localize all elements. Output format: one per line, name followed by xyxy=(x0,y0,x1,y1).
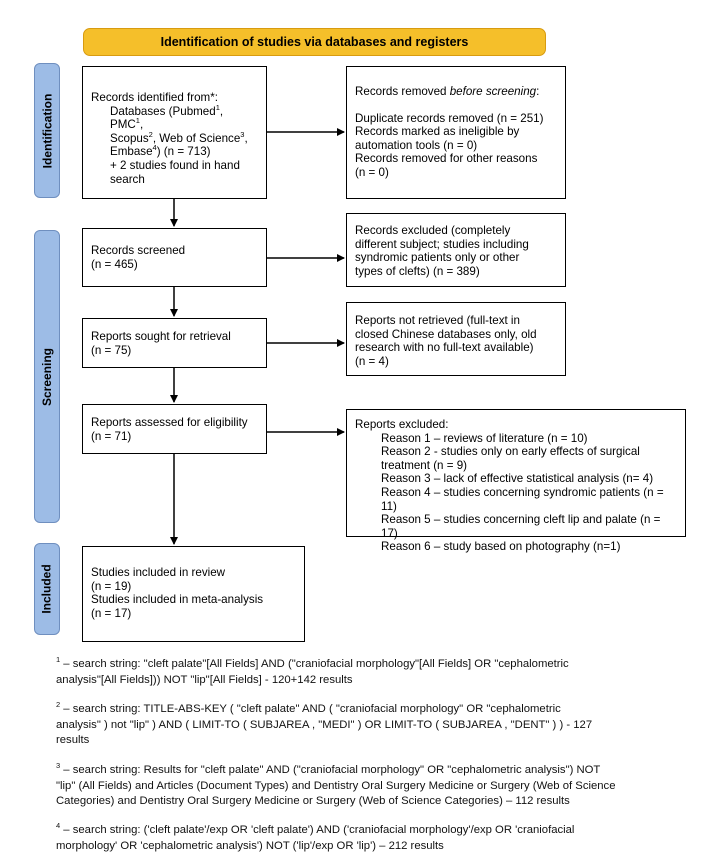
included-line-2: (n = 19) xyxy=(91,579,132,593)
phase-identification: Identification xyxy=(34,63,60,198)
banner-title: Identification of studies via databases … xyxy=(160,35,469,49)
records-screened-box: Records screened (n = 465) xyxy=(82,228,267,287)
records-identified-box: Records identified from*: Databases (Pub… xyxy=(82,66,267,199)
reason-1: Reason 1 – reviews of literature (n = 10… xyxy=(381,431,588,445)
assessed-line-2: (n = 71) xyxy=(91,429,132,443)
removed-line-6: (n = 0) xyxy=(355,165,389,179)
identified-line-3: Scopus2, Web of Science3, xyxy=(110,129,248,145)
not-retrieved-line-2: closed Chinese databases only, old xyxy=(355,327,537,341)
footnote-3-line-3: Categories) and Dentistry Oral Surgery M… xyxy=(56,795,570,808)
footnote-2-line-3: results xyxy=(56,734,90,747)
reason-3: Reason 3 – lack of effective statistical… xyxy=(381,472,654,486)
footnote-3-line-2: "lip" (All Fields) and Articles (Documen… xyxy=(56,779,616,792)
removed-line-1: Records removed before screening: xyxy=(355,85,540,98)
identified-line-1: Records identified from*: xyxy=(91,91,218,104)
sought-line-2: (n = 75) xyxy=(91,343,132,357)
footnote-1-line-2: analysis"[All Fields])) NOT "lip"[All Fi… xyxy=(56,673,353,686)
not-retrieved-line-1: Reports not retrieved (full-text in xyxy=(355,314,520,327)
footnote-1-marker: 1 xyxy=(56,655,61,665)
footnote-4-line-2: morphology' OR 'cephalometric analysis')… xyxy=(56,839,444,852)
reports-excluded-title: Reports excluded: xyxy=(355,418,449,431)
screened-line-2: (n = 465) xyxy=(91,257,138,271)
sought-line-1: Reports sought for retrieval xyxy=(91,330,231,343)
studies-included-box: Studies included in review (n = 19) Stud… xyxy=(82,546,305,642)
identified-line-5: + 2 studies found in hand xyxy=(110,158,240,172)
excluded-line-1: Records excluded (completely xyxy=(355,224,511,237)
included-line-1: Studies included in review xyxy=(91,566,226,579)
reason-2: Reason 2 - studies only on early effects… xyxy=(381,445,640,459)
footnote-3: 3 – search string: Results for "cleft pa… xyxy=(56,761,696,810)
footnote-4-marker: 4 xyxy=(56,821,61,831)
not-retrieved-line-3: research with no full-text available) xyxy=(355,341,534,355)
footnote-3-marker: 3 xyxy=(56,761,61,771)
identified-line-6: search xyxy=(110,172,145,186)
included-line-4: (n = 17) xyxy=(91,606,132,620)
identified-line-2: Databases (Pubmed1, PMC1, xyxy=(110,102,224,132)
reports-sought-box: Reports sought for retrieval (n = 75) xyxy=(82,318,267,368)
identified-line-4: Embase4) (n = 713) xyxy=(110,143,211,159)
removed-line-2: Duplicate records removed (n = 251) xyxy=(355,111,544,125)
excluded-line-2: different subject; studies including xyxy=(355,237,529,251)
assessed-line-1: Reports assessed for eligibility xyxy=(91,416,248,429)
top-banner: Identification of studies via databases … xyxy=(83,28,546,56)
excluded-line-3: syndromic patients only or other xyxy=(355,251,520,265)
screened-line-1: Records screened xyxy=(91,244,186,257)
footnote-2-line-1: – search string: TITLE-ABS-KEY ( "cleft … xyxy=(60,703,561,715)
footnote-2-line-2: analysis" ) not "lip" ) AND ( LIMIT-TO (… xyxy=(56,718,593,731)
reason-4: Reason 4 – studies concerning syndromic … xyxy=(381,485,664,513)
reports-assessed-box: Reports assessed for eligibility (n = 71… xyxy=(82,404,267,454)
reports-excluded-box: Reports excluded: Reason 1 – reviews of … xyxy=(346,409,686,553)
reason-6: Reason 6 – study based on photography (n… xyxy=(381,540,621,554)
removed-line-5: Records removed for other reasons xyxy=(355,152,538,166)
footnote-2: 2 – search string: TITLE-ABS-KEY ( "clef… xyxy=(56,700,696,749)
excluded-line-4: types of clefts) (n = 389) xyxy=(355,264,480,278)
records-removed-box: Records removed before screening: Duplic… xyxy=(346,66,566,199)
reports-not-retrieved-box: Reports not retrieved (full-text in clos… xyxy=(346,302,566,376)
phase-included: Included xyxy=(34,543,60,635)
footnote-1-line-1: – search string: "cleft palate"[All Fiel… xyxy=(60,658,569,670)
records-excluded-box: Records excluded (completely different s… xyxy=(346,213,566,287)
removed-line-4: automation tools (n = 0) xyxy=(355,138,478,152)
reason-2-cont: treatment (n = 9) xyxy=(381,458,468,472)
footnote-4-line-1: – search string: ('cleft palate'/exp OR … xyxy=(60,824,575,836)
footnote-2-marker: 2 xyxy=(56,700,61,710)
removed-line-3: Records marked as ineligible by xyxy=(355,125,520,139)
not-retrieved-line-4: (n = 4) xyxy=(355,354,389,368)
reason-5: Reason 5 – studies concerning cleft lip … xyxy=(381,513,661,540)
phase-screening: Screening xyxy=(34,230,60,523)
included-line-3: Studies included in meta-analysis xyxy=(91,593,264,607)
footnote-3-line-1: – search string: Results for "cleft pala… xyxy=(60,764,601,776)
footnote-4: 4 – search string: ('cleft palate'/exp O… xyxy=(56,821,696,854)
footnote-1: 1 – search string: "cleft palate"[All Fi… xyxy=(56,655,696,688)
